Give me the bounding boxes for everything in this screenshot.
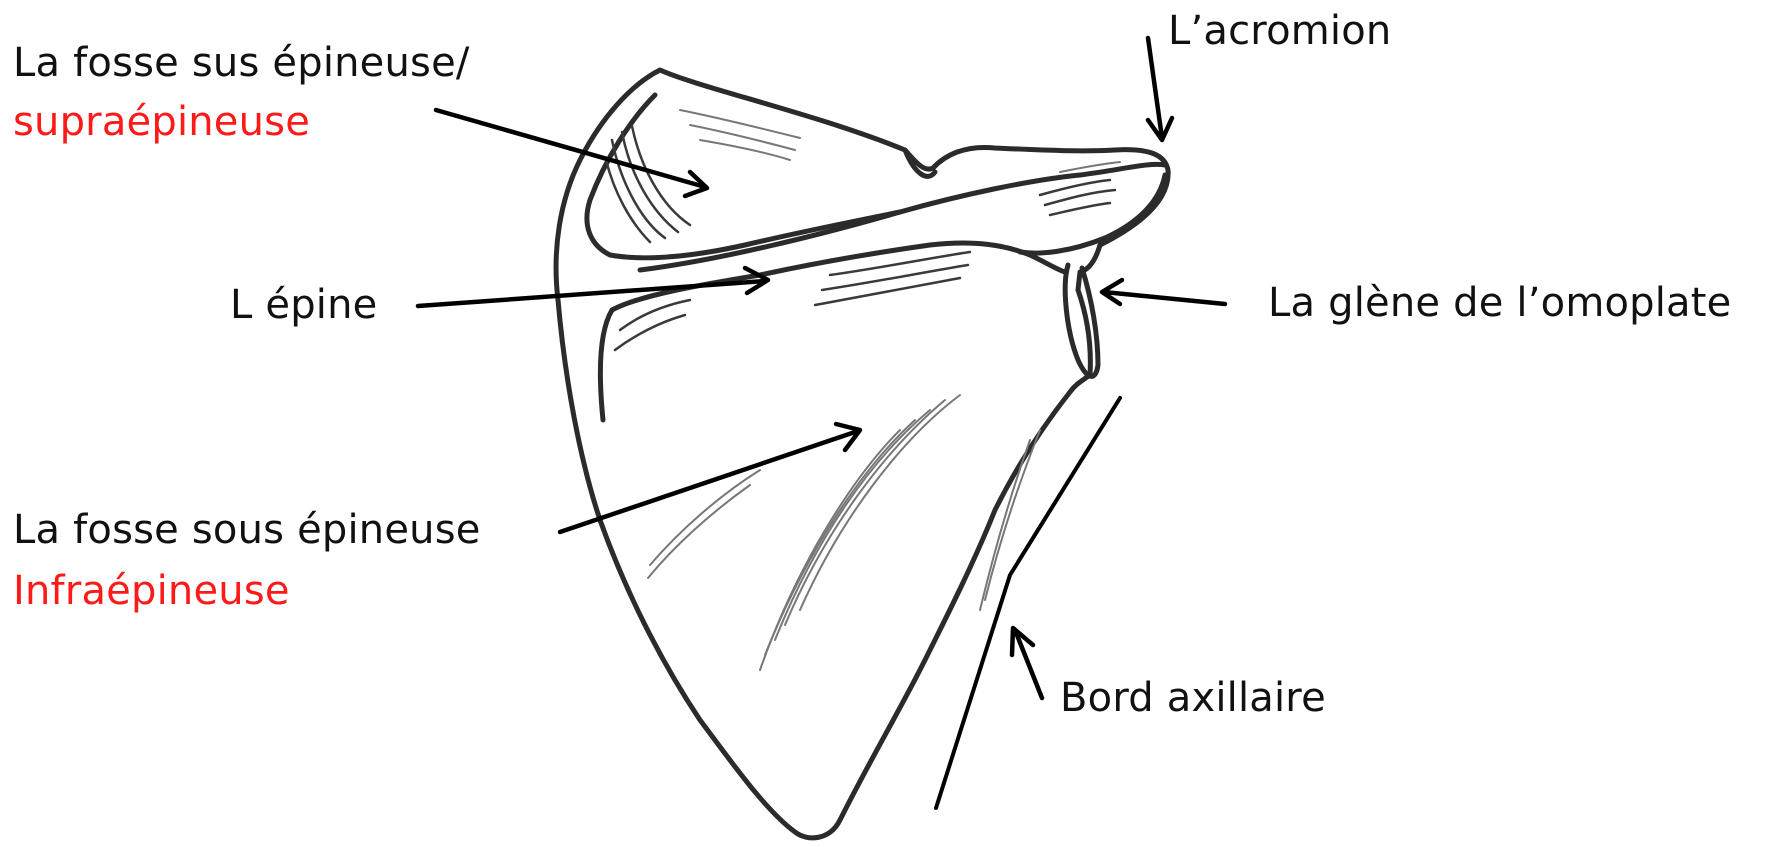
arrow-axillary-border <box>1012 628 1042 698</box>
label-supraspinous-fossa: La fosse sus épineuse/ <box>13 37 470 89</box>
arrow-glenoid <box>1102 280 1225 304</box>
label-infraspinous-fossa: La fosse sous épineuse <box>13 504 481 556</box>
label-axillary-border: Bord axillaire <box>1060 672 1326 724</box>
label-spine: L épine <box>230 279 377 331</box>
label-glenoid: La glène de l’omoplate <box>1268 277 1731 329</box>
label-infraspinous-fossa-alt: Infraépineuse <box>13 565 290 617</box>
label-acromion: L’acromion <box>1168 5 1391 57</box>
label-supraspinous-fossa-alt: supraépineuse <box>13 96 310 148</box>
